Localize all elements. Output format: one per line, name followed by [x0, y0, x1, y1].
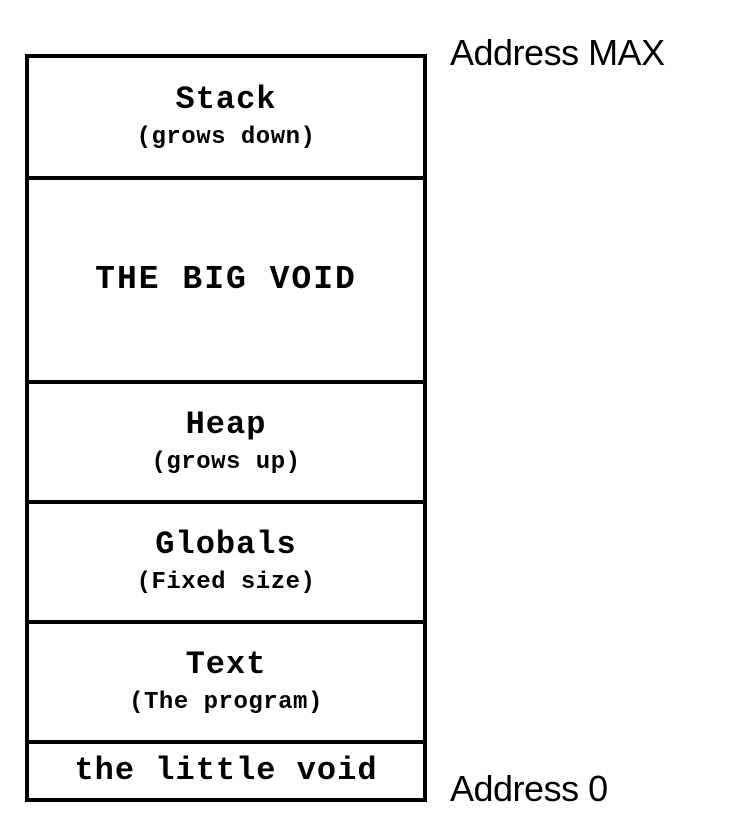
segment-globals-title: Globals [155, 526, 297, 563]
memory-layout-diagram: Stack (grows down) THE BIG VOID Heap (gr… [25, 54, 427, 802]
segment-heap: Heap (grows up) [29, 384, 423, 504]
segment-stack-title: Stack [175, 81, 277, 118]
segment-text: Text (The program) [29, 624, 423, 744]
segment-little-void-title: the little void [74, 752, 378, 789]
segment-heap-title: Heap [185, 406, 267, 443]
address-zero-label: Address 0 [450, 768, 608, 809]
segment-text-title: Text [185, 646, 267, 683]
segment-heap-subtitle: (grows up) [151, 449, 301, 476]
segment-big-void-title: THE BIG VOID [95, 261, 357, 298]
segment-big-void: THE BIG VOID [29, 180, 423, 384]
segment-little-void: the little void [29, 744, 423, 798]
segment-globals: Globals (Fixed size) [29, 504, 423, 624]
segment-globals-subtitle: (Fixed size) [136, 569, 316, 596]
segment-stack-subtitle: (grows down) [136, 124, 316, 151]
address-max-label: Address MAX [450, 32, 665, 73]
segment-text-subtitle: (The program) [129, 689, 323, 716]
segment-stack: Stack (grows down) [29, 58, 423, 180]
